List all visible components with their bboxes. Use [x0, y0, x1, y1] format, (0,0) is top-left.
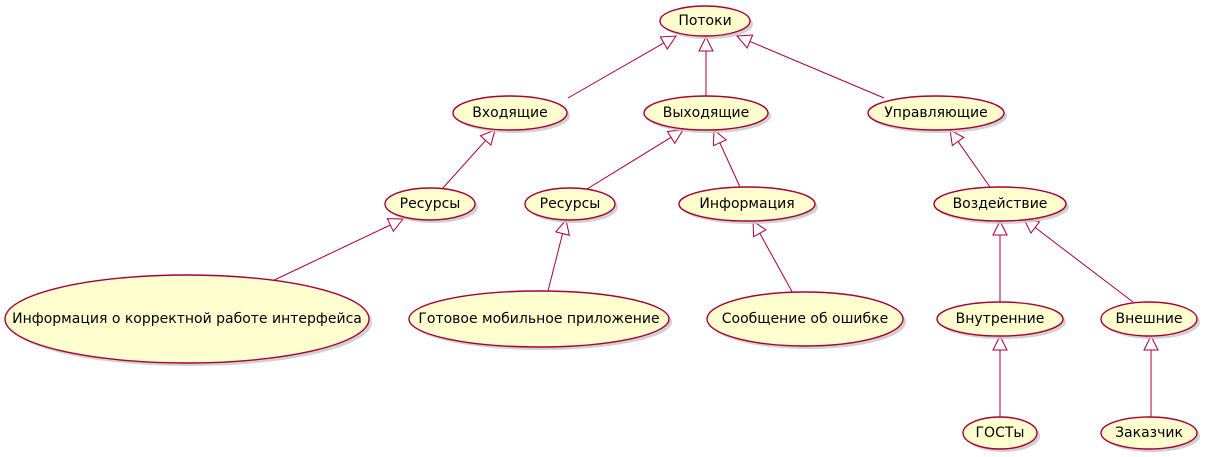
usecase-ellipse — [1100, 301, 1198, 337]
usecase-label: Информация — [699, 196, 794, 212]
edge-informatsiya-to-vykhodyashchie — [712, 128, 741, 188]
edge-zakazchik-to-vneshnie — [1143, 334, 1159, 417]
edge-vykhodyashchie-to-potoki — [698, 35, 714, 96]
edge-line — [957, 141, 991, 188]
usecase-ellipse — [867, 95, 1005, 131]
edge-resursy-in-to-vkhodyashchie — [441, 129, 496, 190]
usecase-ellipse — [659, 5, 751, 37]
usecase-vozdeystvie: Воздействие — [933, 186, 1069, 224]
generalization-arrowhead — [554, 218, 571, 236]
usecase-zakazchik: Заказчик — [1100, 416, 1200, 452]
usecase-vneshnie: Внешние — [1100, 301, 1200, 339]
edge-gotovoe-prilozhenie-to-resursy-out — [547, 218, 571, 292]
generalization-arrowhead — [735, 34, 754, 49]
generalization-arrowhead — [1143, 334, 1159, 351]
usecase-ellipse — [384, 187, 476, 221]
generalization-arrowhead — [712, 128, 728, 147]
edge-line — [567, 42, 665, 99]
edges-layer — [267, 34, 1159, 417]
edge-vneshnie-to-vozdeystvie — [1023, 218, 1134, 303]
edge-line — [441, 140, 487, 190]
edge-vnutrennie-to-vozdeystvie — [992, 219, 1008, 302]
edge-line — [547, 233, 564, 292]
usecase-ellipse — [524, 187, 616, 221]
usecase-label: Ресурсы — [400, 196, 461, 212]
usecase-ellipse — [643, 95, 769, 131]
usecase-gosty: ГОСТы — [962, 416, 1040, 452]
edge-resursy-out-to-vykhodyashchie — [586, 129, 684, 190]
generalization-arrowhead — [659, 35, 677, 50]
usecase-label: Входящие — [472, 105, 547, 121]
usecase-upravlyayushchie: Управляющие — [867, 95, 1007, 133]
generalization-arrowhead — [386, 218, 405, 233]
usecase-label: Информация о корректной работе интерфейс… — [12, 311, 362, 327]
edge-line — [759, 233, 796, 298]
usecase-label: Сообщение об ошибке — [722, 311, 888, 327]
edge-vozdeystvie-to-upravlyayushchie — [949, 129, 991, 188]
usecase-label: Внутренние — [956, 311, 1045, 327]
generalization-arrowhead — [698, 35, 714, 52]
usecase-potoki: Потоки — [659, 5, 753, 39]
usecase-label: Заказчик — [1115, 425, 1183, 441]
usecase-label: Управляющие — [884, 105, 987, 121]
generalization-arrowhead — [992, 219, 1008, 236]
usecase-ellipse — [933, 186, 1067, 222]
usecase-ellipse — [936, 301, 1064, 337]
usecase-gotovoe-prilozhenie: Готовое мобильное приложение — [408, 290, 672, 350]
usecase-vykhodyashchie: Выходящие — [643, 95, 771, 133]
edge-line — [267, 224, 391, 284]
generalization-arrowhead — [752, 220, 767, 238]
usecase-info-korrektnoy: Информация о корректной работе интерфейс… — [4, 274, 372, 366]
edge-info-korrektnoy-to-resursy-in — [267, 218, 405, 284]
usecase-resursy-in: Ресурсы — [384, 187, 478, 223]
usecase-soobshchenie-oshibke: Сообщение об ошибке — [706, 291, 906, 349]
usecase-ellipse — [706, 291, 904, 347]
edge-line — [719, 142, 741, 188]
edge-line — [1034, 227, 1134, 303]
generalization-arrowhead — [479, 129, 496, 147]
generalization-arrowhead — [666, 129, 684, 145]
usecase-ellipse — [1100, 416, 1198, 450]
usecase-vnutrennie: Внутренние — [936, 301, 1066, 339]
usecase-ellipse — [678, 186, 816, 222]
generalization-arrowhead — [949, 129, 965, 147]
usecase-ellipse — [408, 290, 670, 348]
usecase-ellipse — [962, 416, 1038, 450]
usecase-label: Потоки — [678, 13, 731, 29]
edge-soobshchenie-oshibke-to-informatsiya — [752, 220, 796, 298]
edge-line — [586, 136, 672, 190]
usecase-label: ГОСТы — [976, 425, 1025, 441]
usecase-label: Внешние — [1115, 311, 1182, 327]
usecase-label: Готовое мобильное приложение — [418, 311, 659, 327]
usecase-resursy-out: Ресурсы — [524, 187, 618, 223]
edge-upravlyayushchie-to-potoki — [735, 34, 885, 99]
generalization-arrowhead — [992, 334, 1008, 351]
edge-vkhodyashchie-to-potoki — [567, 35, 677, 99]
usecase-ellipse — [4, 274, 370, 364]
usecase-label: Воздействие — [953, 196, 1048, 212]
usecase-vkhodyashchie: Входящие — [452, 95, 570, 133]
usecase-label: Ресурсы — [540, 196, 601, 212]
usecase-ellipse — [452, 95, 568, 131]
usecase-informatsiya: Информация — [678, 186, 818, 224]
edge-line — [749, 40, 885, 99]
edge-gosty-to-vnutrennie — [992, 334, 1008, 417]
usecase-label: Выходящие — [663, 105, 750, 121]
